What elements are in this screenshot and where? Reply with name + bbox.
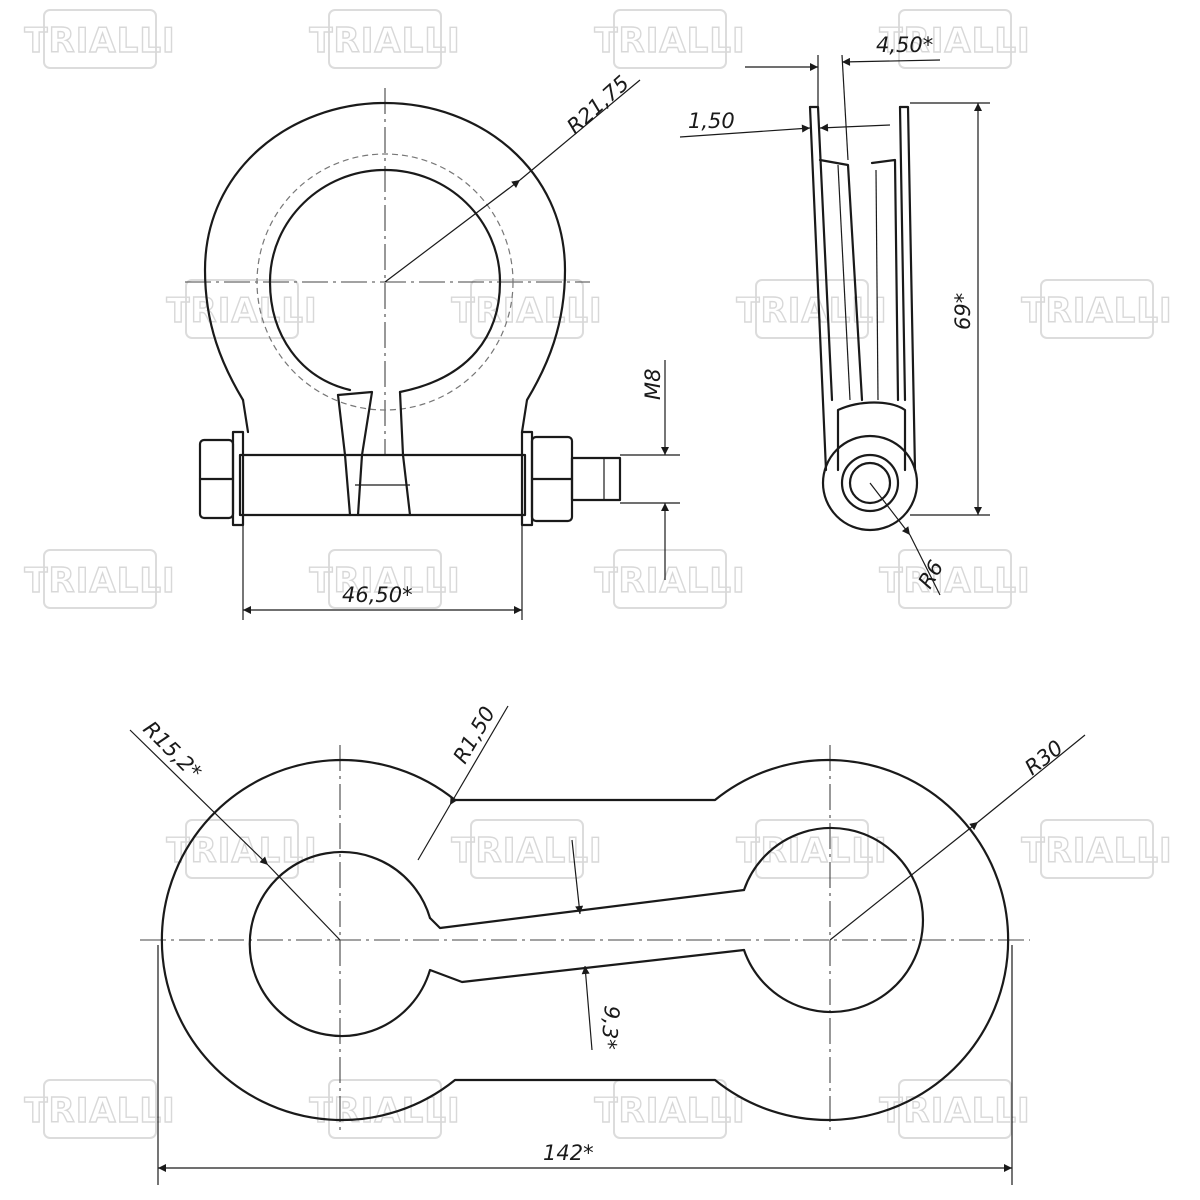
svg-text:TRIALLI: TRIALLI — [24, 561, 175, 601]
trialli-watermark-logo: TRIALLI — [166, 819, 317, 879]
trialli-watermark-logo: TRIALLI — [1021, 279, 1172, 339]
slot-width-label: 9,3* — [596, 1005, 624, 1051]
svg-text:TRIALLI: TRIALLI — [451, 291, 602, 331]
svg-text:TRIALLI: TRIALLI — [594, 561, 745, 601]
trialli-watermark-logo: TRIALLI — [24, 9, 175, 69]
total-length-label: 142* — [543, 1141, 594, 1165]
svg-text:TRIALLI: TRIALLI — [309, 21, 460, 61]
svg-text:TRIALLI: TRIALLI — [736, 291, 887, 331]
trialli-watermark-logo: TRIALLI — [309, 1079, 460, 1139]
trialli-watermark-logo: TRIALLI — [594, 9, 745, 69]
svg-text:TRIALLI: TRIALLI — [879, 561, 1030, 601]
width-45-label: 4,50* — [876, 33, 933, 57]
trialli-watermark-logo: TRIALLI — [451, 819, 602, 879]
svg-text:TRIALLI: TRIALLI — [736, 831, 887, 871]
flat-blank — [140, 745, 1030, 1135]
svg-text:TRIALLI: TRIALLI — [24, 21, 175, 61]
svg-text:TRIALLI: TRIALLI — [879, 21, 1030, 61]
side-view-clamp — [808, 105, 919, 532]
watermark-layer: TRIALLI TRIALLI TRIALLI TRIALLI TRIALLI TRIAL… — [24, 9, 1172, 1139]
radius-label: R21,75 — [562, 71, 634, 139]
svg-text:TRIALLI: TRIALLI — [309, 561, 460, 601]
front-view-clamp — [185, 88, 622, 527]
corner-radius-label: R1,50 — [449, 702, 500, 767]
svg-text:TRIALLI: TRIALLI — [166, 291, 317, 331]
trialli-watermark-logo: TRIALLI — [879, 1079, 1030, 1139]
trialli-watermark-logo: TRIALLI — [736, 819, 887, 879]
svg-text:TRIALLI: TRIALLI — [166, 831, 317, 871]
trialli-watermark-logo: TRIALLI — [309, 549, 460, 609]
trialli-watermark-logo: TRIALLI — [166, 279, 317, 339]
trialli-watermark-logo: TRIALLI — [24, 1079, 175, 1139]
trialli-watermark-logo: TRIALLI — [879, 9, 1030, 69]
svg-text:TRIALLI: TRIALLI — [24, 1091, 175, 1131]
thickness-label: 1,50 — [688, 109, 735, 133]
trialli-watermark-logo: TRIALLI — [736, 279, 887, 339]
trialli-watermark-logo: TRIALLI — [594, 1079, 745, 1139]
trialli-watermark-logo: TRIALLI — [1021, 819, 1172, 879]
svg-text:TRIALLI: TRIALLI — [1021, 291, 1172, 331]
trialli-watermark-logo: TRIALLI — [451, 279, 602, 339]
trialli-watermark-logo: TRIALLI — [594, 549, 745, 609]
svg-text:TRIALLI: TRIALLI — [879, 1091, 1030, 1131]
svg-text:TRIALLI: TRIALLI — [1021, 831, 1172, 871]
small-radius-label: R15,2* — [138, 717, 206, 785]
svg-text:TRIALLI: TRIALLI — [594, 1091, 745, 1131]
height-label: 69* — [951, 293, 975, 330]
svg-text:TRIALLI: TRIALLI — [309, 1091, 460, 1131]
trialli-watermark-logo: TRIALLI — [309, 9, 460, 69]
large-radius-label: R30 — [1020, 736, 1067, 780]
trialli-watermark-logo: TRIALLI — [879, 549, 1030, 609]
svg-text:TRIALLI: TRIALLI — [451, 831, 602, 871]
clamp-width-label: 46,50* — [342, 583, 413, 607]
trialli-watermark-logo: TRIALLI — [24, 549, 175, 609]
thread-label: M8 — [641, 369, 665, 400]
svg-text:TRIALLI: TRIALLI — [594, 21, 745, 61]
